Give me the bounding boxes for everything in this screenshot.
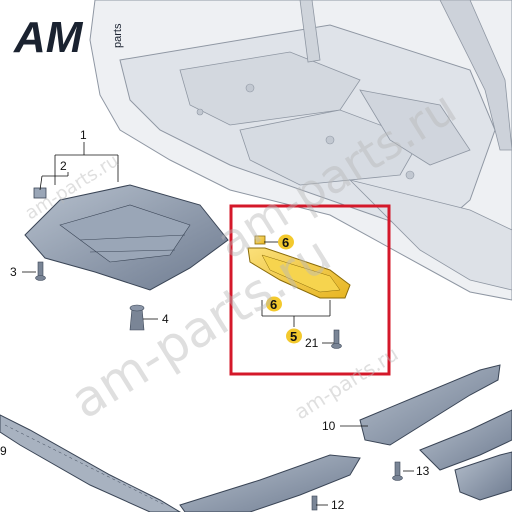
- clip-4: [129, 304, 145, 331]
- vehicle-underbody: [89, 0, 512, 301]
- callouts: 1 2 3 4 6 6 5 21 9 10 13 12: [0, 128, 430, 512]
- callout-3: 3: [10, 265, 17, 279]
- callout-9: 9: [0, 444, 7, 458]
- callout-10: 10: [322, 419, 336, 433]
- screw-13: [392, 461, 403, 481]
- callout-12: 12: [331, 498, 345, 512]
- callout-13: 13: [416, 464, 430, 478]
- callout-2: 2: [60, 159, 67, 173]
- callout-21: 21: [305, 336, 319, 350]
- callout-5-badge: [286, 328, 302, 344]
- callout-6b: 6: [270, 297, 277, 312]
- logo-sub: parts: [112, 23, 124, 48]
- am-parts-logo: AM parts: [13, 13, 124, 62]
- callout-6a: 6: [282, 235, 289, 250]
- callout-6a-badge: [278, 234, 294, 250]
- callout-6b-badge: [266, 296, 282, 312]
- screw-21: [331, 329, 342, 349]
- callout-5: 5: [290, 329, 297, 344]
- screw-12: [311, 495, 318, 511]
- left-underbody-shield: [24, 184, 229, 291]
- logo-main: AM: [13, 13, 84, 62]
- callout-1: 1: [80, 128, 87, 142]
- leader-lines: [22, 142, 414, 506]
- lower-side-shield: [0, 414, 361, 512]
- callout-4: 4: [162, 312, 169, 326]
- screw-3: [35, 261, 46, 281]
- highlight-frame: [229, 204, 391, 376]
- highlighted-shield-5: [247, 235, 351, 299]
- right-side-shield-10: [359, 364, 512, 501]
